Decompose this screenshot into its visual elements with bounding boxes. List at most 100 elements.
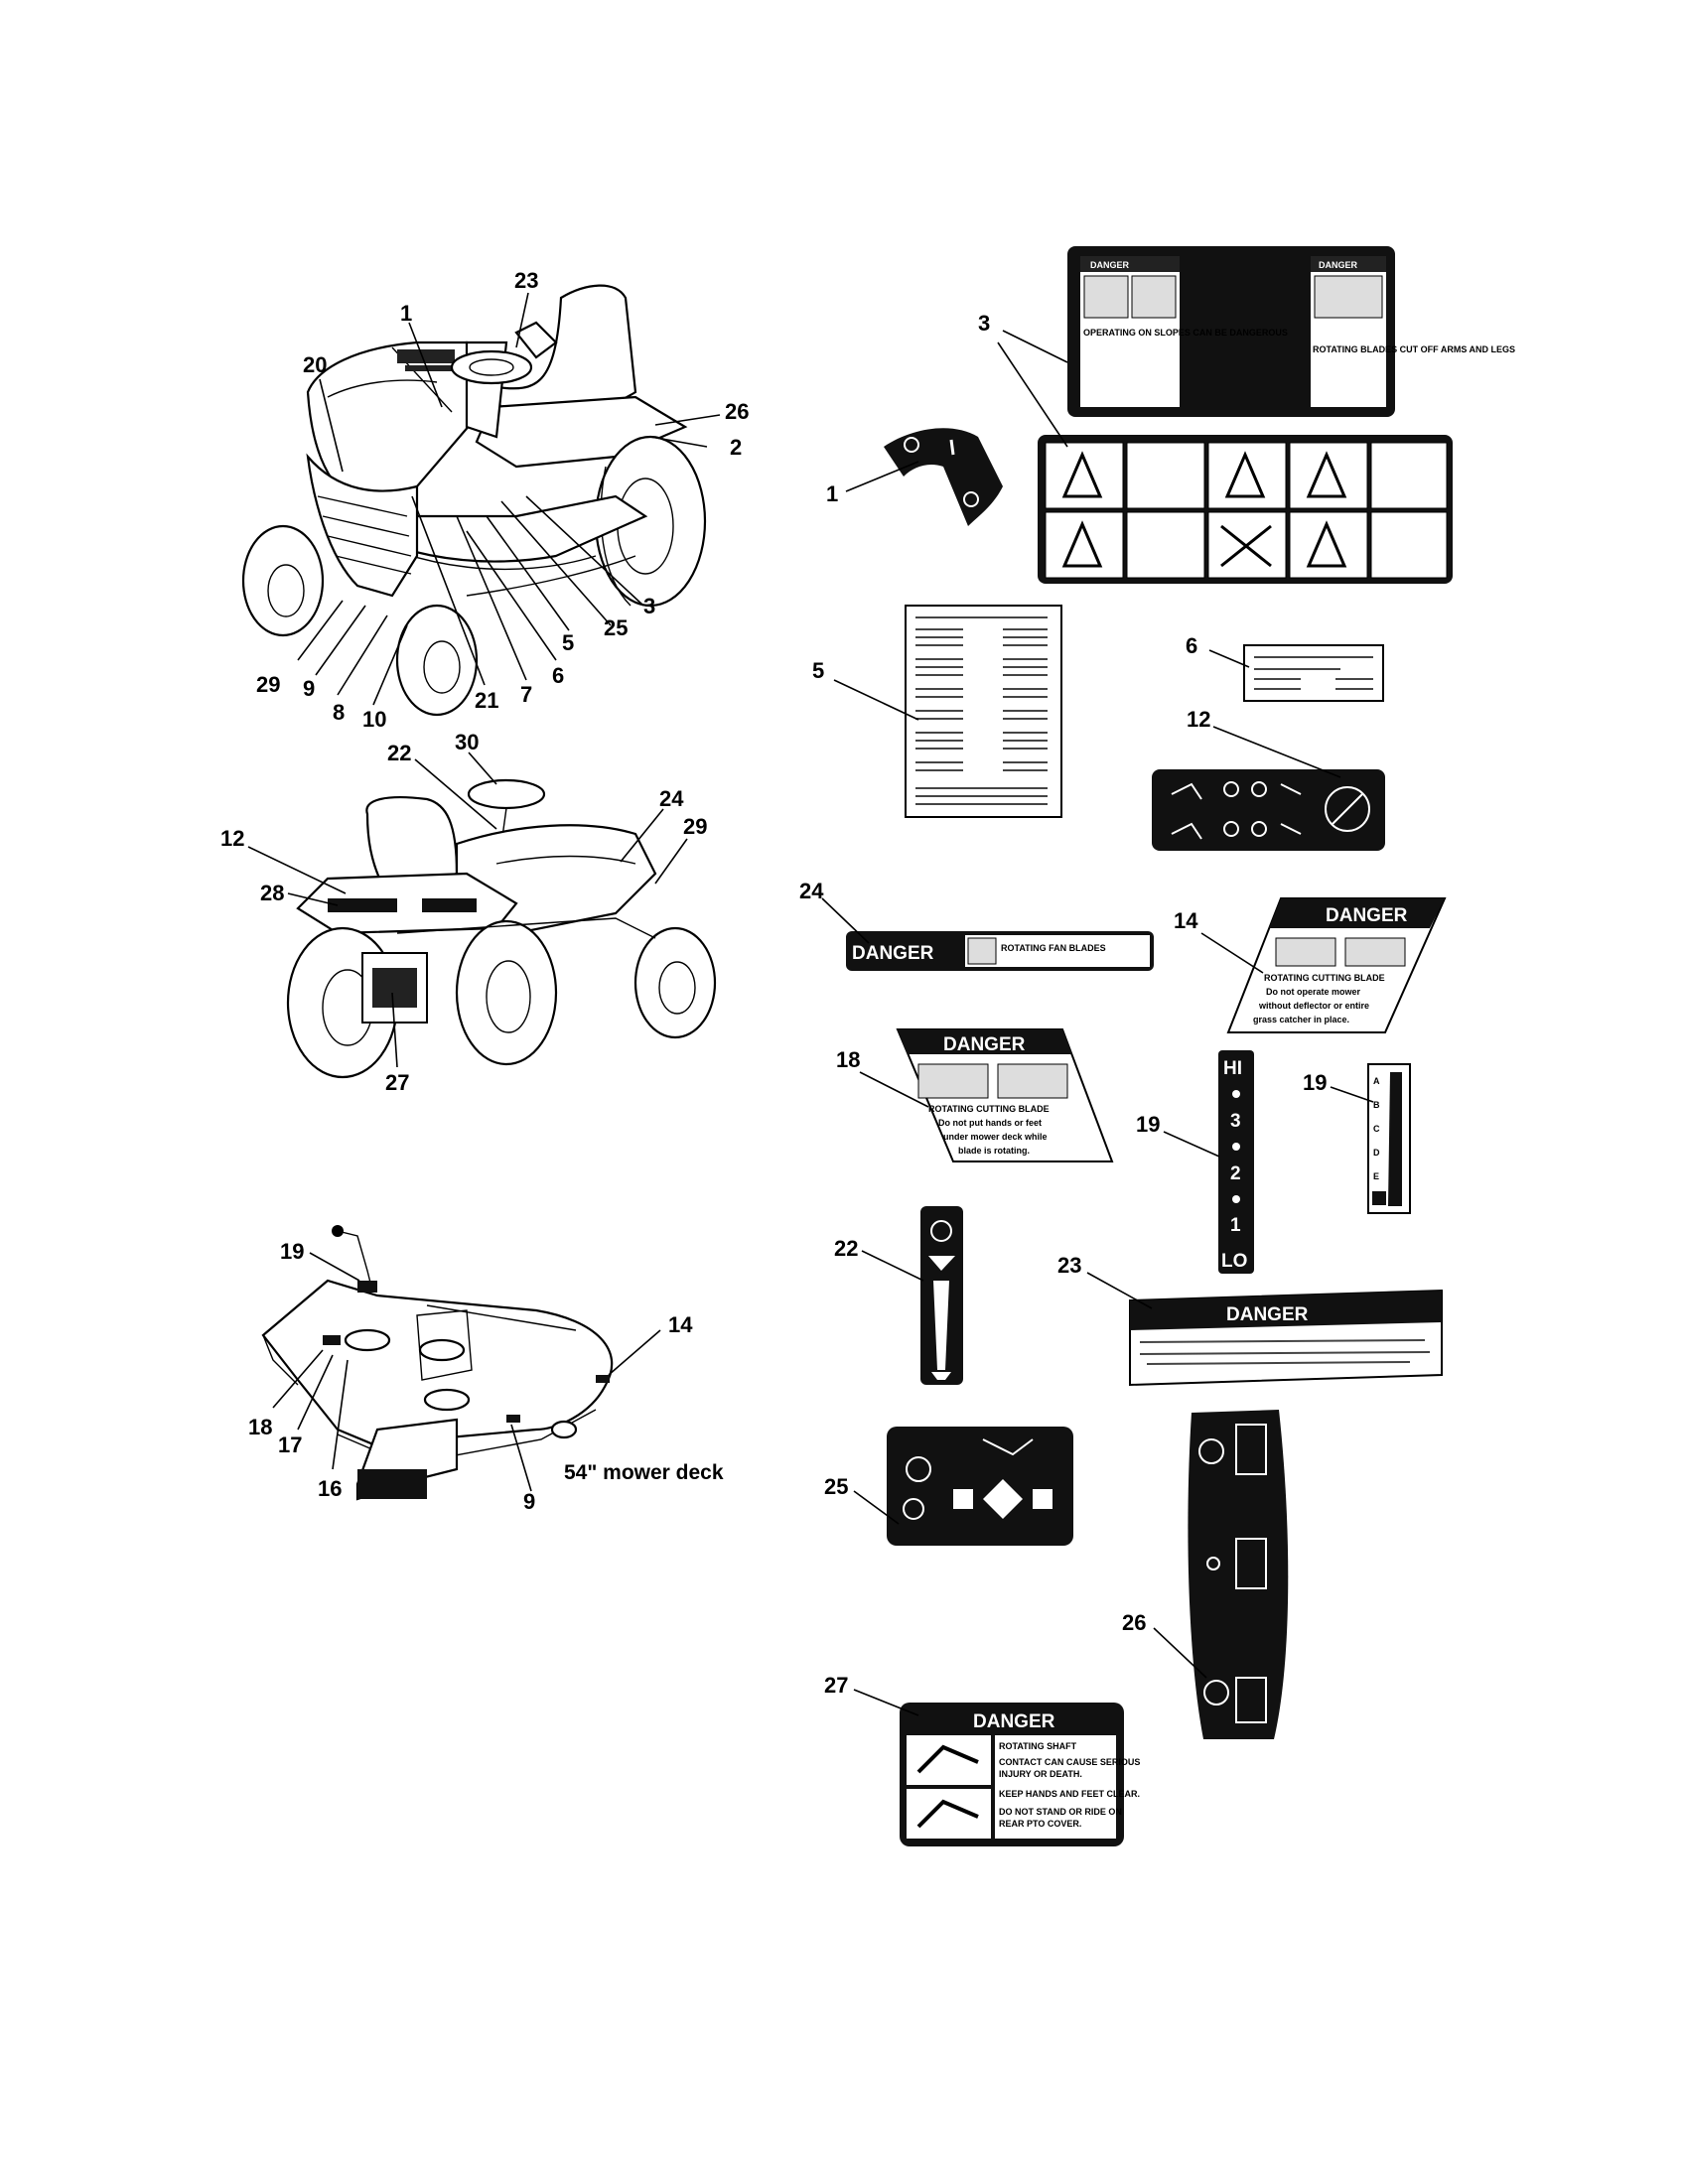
leader-p3b [997,341,1068,448]
decal-1-key-switch [884,428,1003,526]
callout-5: 5 [562,630,574,655]
decal-14-danger: DANGER [1326,905,1408,926]
leader-p23 [1086,1272,1153,1309]
decal-25 [887,1427,1073,1546]
decal-18-body-3: blade is rotating. [958,1146,1030,1156]
decal-23: DANGER [1129,1289,1443,1387]
callout-26: 26 [725,399,749,424]
callout-25: 25 [604,615,628,640]
decal-27-line-4: DO NOT STAND OR RIDE ON [999,1807,1122,1817]
callout-30: 30 [455,730,479,754]
callout-18: 18 [248,1415,272,1439]
callout-6: 6 [552,663,564,688]
leader-p5 [833,679,919,721]
callout-16: 16 [318,1476,342,1501]
decal-26 [1188,1410,1289,1739]
mower-deck-caption: 54" mower deck [564,1461,724,1484]
decal-19b-e: E [1373,1171,1379,1181]
decal-3-danger-left: DANGER [1090,260,1130,270]
decal-19-lo: LO [1221,1251,1247,1272]
leader-p3a [1002,330,1068,363]
callout-p26: 26 [1122,1610,1146,1635]
front-view-leaders [297,292,721,706]
callout-p27: 27 [824,1673,848,1698]
leader-p24 [821,897,870,944]
callout-p25: 25 [824,1474,848,1499]
callout-19: 19 [280,1239,304,1264]
leader-p27 [853,1689,919,1716]
decal-3-danger-right: DANGER [1319,260,1358,270]
leader-p18 [859,1071,929,1108]
decal-27-line-2: INJURY OR DEATH. [999,1769,1082,1779]
tractor-front-view [241,284,707,717]
leader-p25 [853,1490,900,1525]
decal-14-body-1: Do not operate mower [1266,987,1361,997]
decal-6 [1243,644,1384,702]
decal-18-body-1: Do not put hands or feet [938,1118,1042,1128]
callout-28: 28 [260,881,284,905]
decal-27-line-5: REAR PTO COVER. [999,1819,1081,1829]
decal-14-body-3: grass catcher in place. [1253,1015,1349,1024]
callout-p1: 1 [826,481,838,506]
leader-p1 [845,461,919,492]
leader-p19b [1330,1086,1374,1103]
decal-19-2: 2 [1230,1163,1241,1184]
decal-24-danger: DANGER [852,943,934,964]
front-view-callouts: 1 23 20 26 2 29 9 8 10 21 7 6 5 25 3 [256,268,749,732]
decal-27-line-1: CONTACT CAN CAUSE SERIOUS [999,1757,1140,1767]
decal-27: DANGER ROTATING SHAFT CONTACT CAN CAUSE … [900,1703,1140,1846]
callout-3: 3 [643,594,655,618]
callout-p3: 3 [978,311,990,336]
leader-p6 [1208,649,1250,668]
callout-24: 24 [659,786,684,811]
decal-3-left-text: OPERATING ON SLOPES CAN BE DANGEROUS [1083,328,1288,338]
leader-p14 [1200,932,1264,974]
decal-19-hi: HI [1223,1058,1242,1079]
callout-29: 29 [256,672,280,697]
callout-12: 12 [220,826,244,851]
decal-19b-b: B [1373,1100,1380,1110]
callout-p6: 6 [1186,633,1197,658]
callout-p22: 22 [834,1236,858,1261]
callout-10: 10 [362,707,386,732]
leader-p19a [1163,1131,1220,1158]
callout-p24: 24 [799,879,824,903]
decal-19-height-strip: A B C D E [1367,1063,1411,1214]
callout-1: 1 [400,301,412,326]
decal-24-text: ROTATING FAN BLADES [1001,943,1106,953]
decal-19b-c: C [1373,1124,1380,1134]
decal-27-line-3: KEEP HANDS AND FEET CLEAR. [999,1789,1140,1799]
callout-p19b: 19 [1303,1070,1327,1095]
callout-17: 17 [278,1433,302,1457]
decal-19-3: 3 [1230,1111,1241,1132]
decal-12 [1152,769,1385,851]
decal-19-1: 1 [1230,1215,1241,1236]
decal-3: DANGER OPERATING ON SLOPES CAN BE DANGER… [1038,246,1515,584]
decal-18-title: ROTATING CUTTING BLADE [928,1104,1050,1114]
decal-5-parts-list [905,605,1062,818]
decal-19-speed-strip: HI 3 2 1 LO [1218,1050,1254,1274]
decal-19b-d: D [1373,1148,1380,1158]
callout-p14: 14 [1174,908,1198,933]
leader-p26 [1153,1627,1207,1679]
mower-deck-view [261,1225,614,1501]
callout-21: 21 [475,688,498,713]
callout-p18: 18 [836,1047,860,1072]
decal-22 [920,1206,963,1385]
decal-14-body-2: without deflector or entire [1258,1001,1369,1011]
callout-9: 9 [523,1489,535,1514]
callout-2: 2 [730,435,742,460]
decal-19b-a: A [1373,1076,1380,1086]
callout-27: 27 [385,1070,409,1095]
callout-23: 23 [514,268,538,293]
decal-27-danger: DANGER [973,1711,1055,1732]
decal-18-body-2: under mower deck while [943,1132,1048,1142]
decal-14: DANGER ROTATING CUTTING BLADE Do not ope… [1226,897,1447,1033]
decal-18-danger: DANGER [943,1034,1026,1055]
callout-7: 7 [520,682,532,707]
decal-3-right-text: ROTATING BLADES CUT OFF ARMS AND LEGS [1313,344,1515,354]
mower-deck-leaders [272,1252,661,1492]
leader-p22 [861,1250,924,1282]
decal-27-title: ROTATING SHAFT [999,1741,1077,1751]
